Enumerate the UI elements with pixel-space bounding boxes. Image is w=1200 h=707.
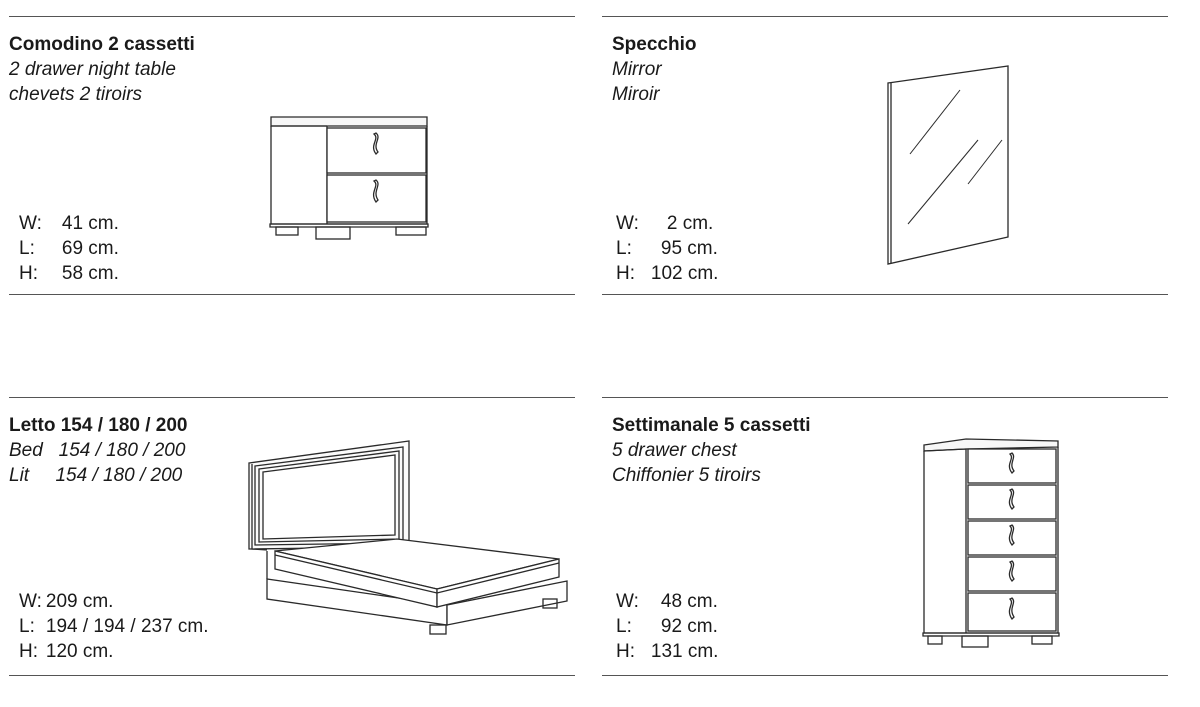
product-text: Comodino 2 cassetti 2 drawer night table…	[9, 32, 195, 107]
dimensions: W:48 cm. L:92 cm. H:131 cm.	[616, 589, 718, 664]
product-name-french: Miroir	[612, 84, 660, 105]
product-name-english: 5 drawer chest	[612, 440, 737, 461]
dimension-height: H:131 cm.	[616, 641, 719, 662]
bed-drawing-icon	[247, 439, 587, 639]
night-table-drawing-icon	[268, 114, 430, 244]
mirror-drawing-icon	[884, 64, 1014, 270]
dimension-height: H:120 cm.	[19, 641, 114, 662]
top-rule	[602, 397, 1168, 398]
product-card-night-table: Comodino 2 cassetti 2 drawer night table…	[9, 16, 575, 295]
bottom-rule	[602, 675, 1168, 676]
top-rule	[602, 16, 1168, 17]
product-name-english: Mirror	[612, 59, 662, 80]
product-name-french: chevets 2 tiroirs	[9, 84, 143, 105]
bottom-rule	[9, 294, 575, 295]
product-name-english: Bed 154 / 180 / 200	[9, 440, 186, 461]
dimensions: W:2 cm. L:95 cm. H:102 cm.	[616, 211, 718, 286]
top-rule	[9, 397, 575, 398]
product-text: Letto 154 / 180 / 200 Bed 154 / 180 / 20…	[9, 413, 188, 488]
dimension-length: L:92 cm.	[616, 616, 718, 637]
dimension-length: L:95 cm.	[616, 238, 718, 259]
dimension-width: W:48 cm.	[616, 591, 718, 612]
product-title: Comodino 2 cassetti	[9, 34, 195, 55]
dimensions: W:209 cm. L:194 / 194 / 237 cm. H:120 cm…	[19, 589, 209, 664]
product-name-french: Lit 154 / 180 / 200	[9, 465, 183, 486]
product-card-bed: Letto 154 / 180 / 200 Bed 154 / 180 / 20…	[9, 397, 575, 676]
bottom-rule	[602, 294, 1168, 295]
product-name-french: Chiffonier 5 tiroirs	[612, 465, 761, 486]
product-text: Settimanale 5 cassetti 5 drawer chest Ch…	[612, 413, 811, 488]
dimension-width: W:209 cm.	[19, 591, 114, 612]
chest-drawing-icon	[922, 437, 1062, 651]
product-title: Specchio	[612, 34, 697, 55]
dimension-width: W:41 cm.	[19, 213, 119, 234]
product-title: Letto 154 / 180 / 200	[9, 415, 188, 436]
product-text: Specchio Mirror Miroir	[612, 32, 696, 107]
top-rule	[9, 16, 575, 17]
product-card-mirror: Specchio Mirror Miroir W:2 cm. L:95 cm. …	[602, 16, 1168, 295]
dimension-height: H:102 cm.	[616, 263, 719, 284]
product-card-chest: Settimanale 5 cassetti 5 drawer chest Ch…	[602, 397, 1168, 676]
product-name-english: 2 drawer night table	[9, 59, 176, 80]
bottom-rule	[9, 675, 575, 676]
dimensions: W:41 cm. L:69 cm. H:58 cm.	[19, 211, 119, 286]
dimension-width: W:2 cm.	[616, 213, 714, 234]
dimension-length: L:194 / 194 / 237 cm.	[19, 616, 209, 637]
dimension-height: H:58 cm.	[19, 263, 119, 284]
product-title: Settimanale 5 cassetti	[612, 415, 811, 436]
dimension-length: L:69 cm.	[19, 238, 119, 259]
